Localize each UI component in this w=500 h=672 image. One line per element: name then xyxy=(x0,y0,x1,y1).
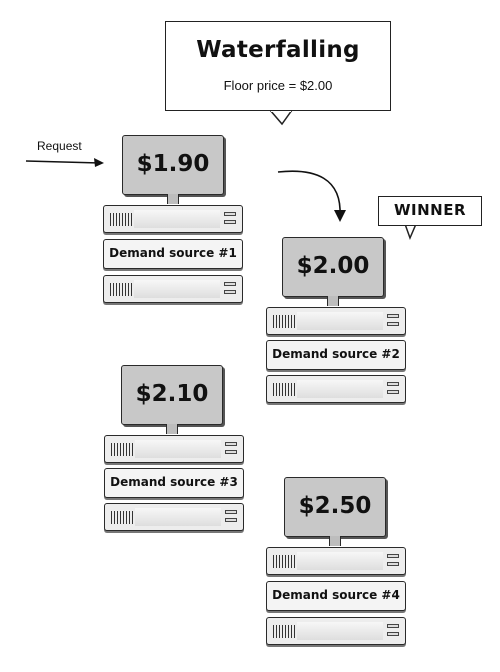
bid-price: $2.00 xyxy=(282,237,384,297)
server-unit xyxy=(104,435,244,463)
bid-price: $2.50 xyxy=(284,477,386,537)
source-name: Demand source #1 xyxy=(103,239,243,269)
title-callout: Waterfalling Floor price = $2.00 xyxy=(165,21,391,111)
server-unit xyxy=(266,375,406,403)
server-unit xyxy=(104,503,244,531)
demand-source-3: $2.10 Demand source #3 xyxy=(104,365,244,545)
request-label: Request xyxy=(37,139,82,153)
server-unit xyxy=(266,617,406,645)
bid-price: $2.10 xyxy=(121,365,223,425)
request-arrow xyxy=(25,160,101,164)
demand-source-4: $2.50 Demand source #4 xyxy=(266,477,406,657)
server-unit xyxy=(103,275,243,303)
bid-price: $1.90 xyxy=(122,135,224,195)
diagram-title: Waterfalling xyxy=(196,37,360,63)
winner-tail xyxy=(403,223,418,241)
demand-source-2: $2.00 Demand source #2 xyxy=(266,237,406,417)
source-name: Demand source #3 xyxy=(104,468,244,498)
winner-badge: WINNER xyxy=(378,196,482,226)
flow-arrow-head xyxy=(334,210,346,222)
source-name: Demand source #2 xyxy=(266,340,406,370)
server-unit xyxy=(266,547,406,575)
source-name: Demand source #4 xyxy=(266,581,406,611)
request-arrow-head xyxy=(94,158,104,167)
floor-price-label: Floor price = $2.00 xyxy=(223,78,333,93)
server-unit xyxy=(103,205,243,233)
callout-tail xyxy=(268,109,294,126)
flow-arrow xyxy=(277,170,341,217)
server-unit xyxy=(266,307,406,335)
demand-source-1: $1.90 Demand source #1 xyxy=(103,135,243,315)
